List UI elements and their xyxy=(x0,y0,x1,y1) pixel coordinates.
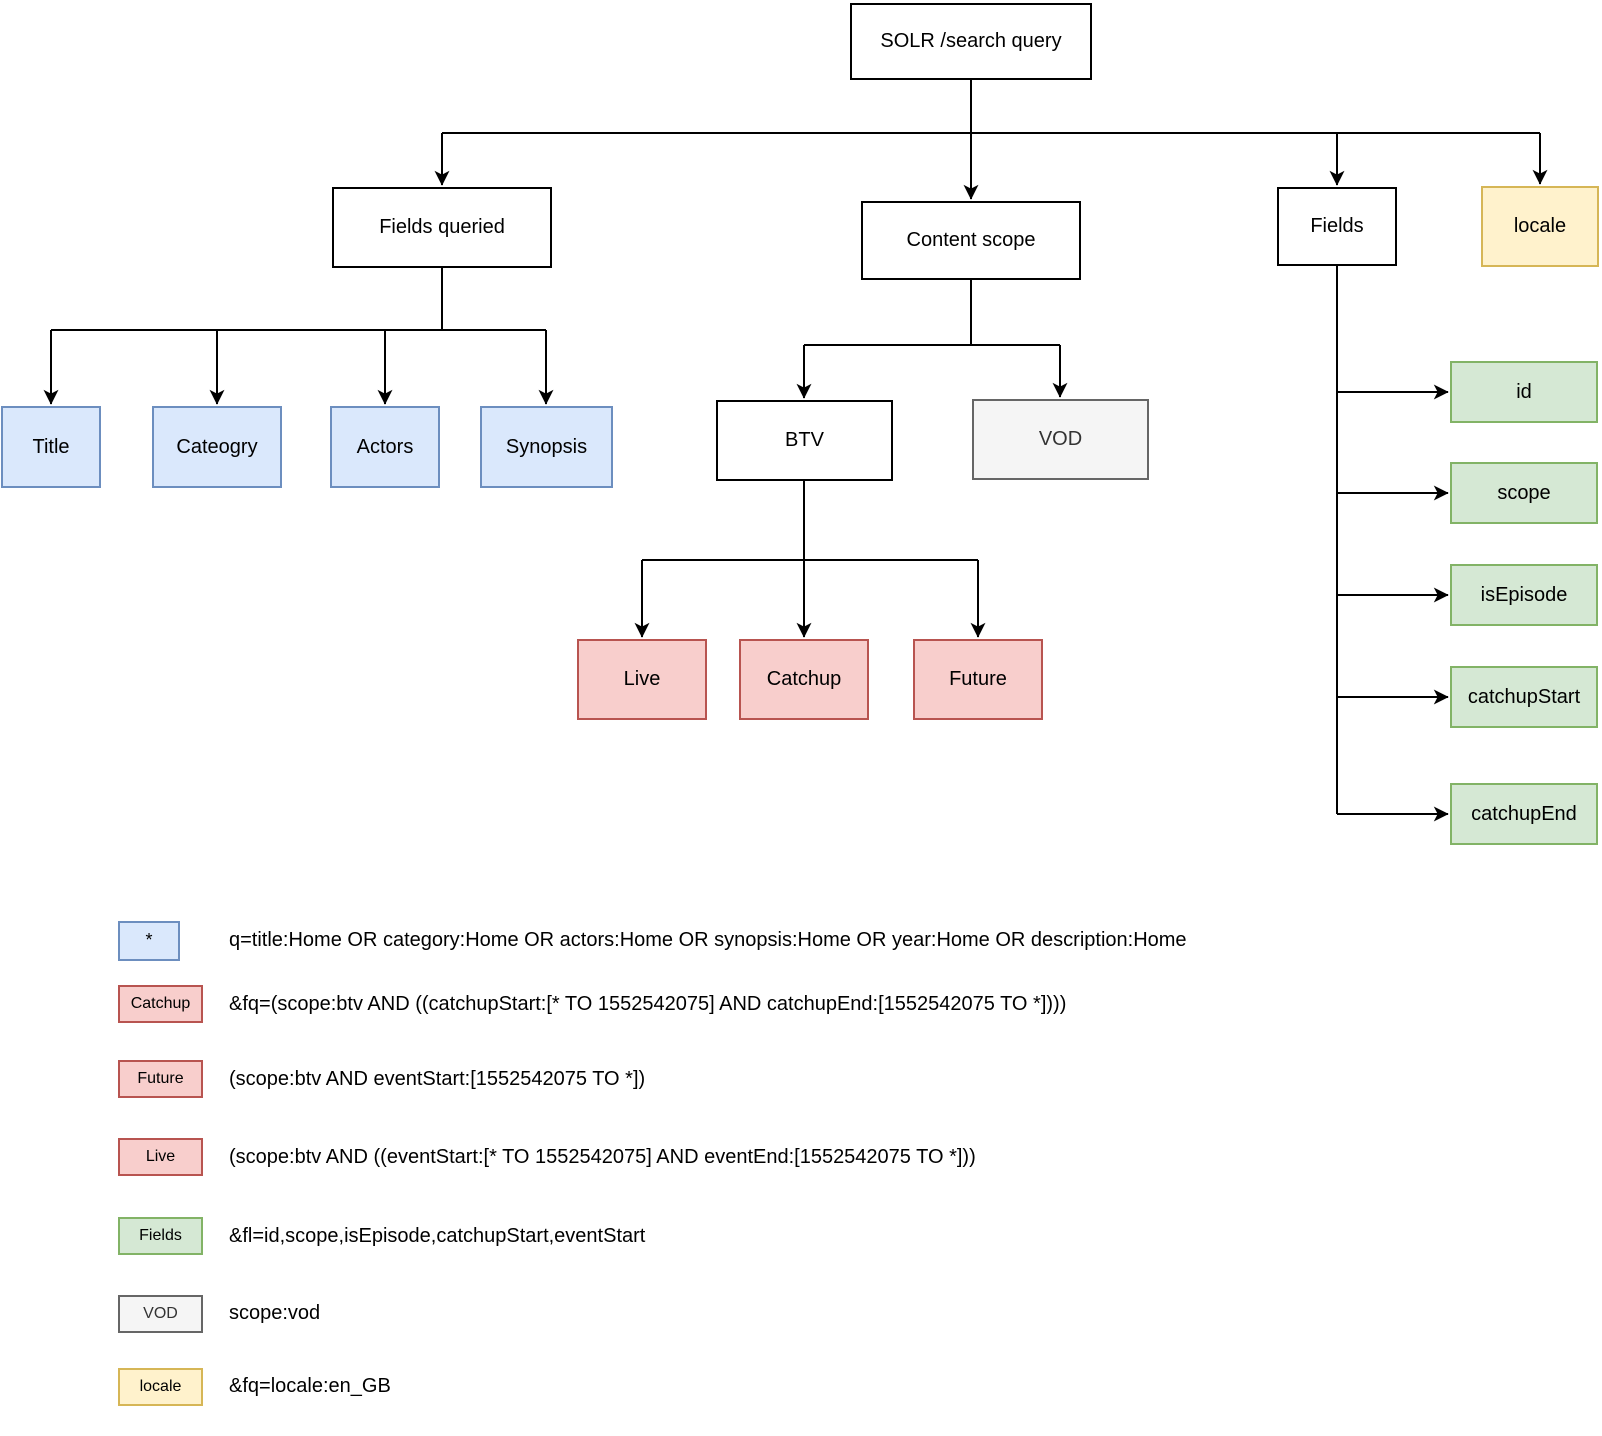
legend-text-future-filter: (scope:btv AND eventStart:[1552542075 TO… xyxy=(229,1067,646,1090)
legend-row-future: Future (scope:btv AND eventStart:[155254… xyxy=(0,1060,1602,1098)
legend-text-query: q=title:Home OR category:Home OR actors:… xyxy=(229,929,1187,951)
node-content-scope: Content scope xyxy=(861,201,1081,280)
legend-key-fields: Fields xyxy=(118,1217,203,1255)
node-locale: locale xyxy=(1481,186,1599,267)
legend-text-locale-filter: &fq=locale:en_GB xyxy=(229,1375,391,1397)
node-fields-queried: Fields queried xyxy=(332,187,552,268)
legend-row-locale: locale &fq=locale:en_GB xyxy=(0,1367,1602,1406)
node-vod: VOD xyxy=(972,399,1149,480)
node-synopsis: Synopsis xyxy=(480,406,613,488)
node-field-catchupstart: catchupStart xyxy=(1450,666,1598,728)
node-cateogry: Cateogry xyxy=(152,406,282,488)
legend-key-star: * xyxy=(118,920,180,961)
legend-row-fields: Fields &fl=id,scope,isEpisode,catchupSta… xyxy=(0,1217,1602,1255)
node-field-isepisode: isEpisode xyxy=(1450,564,1598,626)
legend-row-vod: VOD scope:vod xyxy=(0,1294,1602,1333)
node-solr-search-query: SOLR /search query xyxy=(850,3,1092,80)
legend-text-vod-filter: scope:vod xyxy=(229,1302,321,1324)
legend-key-future: Future xyxy=(118,1060,203,1098)
node-field-id: id xyxy=(1450,361,1598,423)
node-btv: BTV xyxy=(716,400,893,481)
node-actors: Actors xyxy=(330,406,440,488)
legend-text-catchup-filter: &fq=(scope:btv AND ((catchupStart:[* TO … xyxy=(229,992,1067,1015)
legend-row-live: Live (scope:btv AND ((eventStart:[* TO 1… xyxy=(0,1138,1602,1176)
legend-key-live: Live xyxy=(118,1138,203,1176)
node-fields: Fields xyxy=(1277,187,1397,266)
legend-row-fields-queried: * q=title:Home OR category:Home OR actor… xyxy=(0,920,1602,961)
legend-key-vod: VOD xyxy=(118,1294,203,1333)
legend-text-field-list: &fl=id,scope,isEpisode,catchupStart,even… xyxy=(229,1224,646,1247)
node-live: Live xyxy=(577,639,707,720)
node-future: Future xyxy=(913,639,1043,720)
legend-key-catchup: Catchup xyxy=(118,985,203,1023)
legend-text-live-filter: (scope:btv AND ((eventStart:[* TO 155254… xyxy=(229,1145,976,1168)
node-catchup: Catchup xyxy=(739,639,869,720)
node-title: Title xyxy=(1,406,101,488)
legend-row-catchup: Catchup &fq=(scope:btv AND ((catchupStar… xyxy=(0,985,1602,1023)
node-field-catchupend: catchupEnd xyxy=(1450,783,1598,845)
node-field-scope: scope xyxy=(1450,462,1598,524)
legend-key-locale: locale xyxy=(118,1367,203,1406)
